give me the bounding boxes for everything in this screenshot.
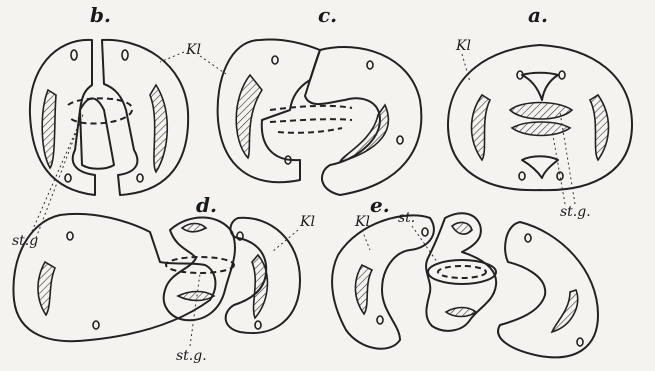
leader-line: [190, 274, 200, 346]
panel-e: e.: [332, 193, 598, 357]
panel-b-pore: [122, 50, 128, 60]
panel-a-bottom-lobe: [522, 156, 558, 178]
panel-b-left-outline: [30, 40, 95, 195]
kl-label-bottom-middle: Kl: [299, 214, 315, 230]
panel-c-dashed-line: [278, 128, 342, 133]
panel-e-right-hatch: [552, 290, 578, 332]
panel-b-left-hatch: [42, 90, 56, 168]
kl-label-bottom-right: Kl: [354, 214, 370, 230]
panel-b-pore: [65, 174, 71, 182]
panel-d-center-outline: [164, 217, 235, 320]
panel-e-small-hatch: [446, 308, 476, 317]
panel-c-pore: [397, 136, 403, 144]
leader-line: [412, 226, 440, 266]
panel-b-stem: [80, 98, 114, 168]
panel-a-label: a.: [528, 3, 548, 27]
leader-line: [552, 130, 565, 204]
stg-label-b: st.g: [12, 233, 38, 249]
panel-b-label: b.: [90, 3, 111, 27]
panel-e-pore: [577, 338, 583, 346]
panel-c-label: c.: [318, 3, 337, 27]
panel-b: b.: [30, 3, 188, 195]
panel-a-right-hatch: [590, 95, 609, 160]
panel-e-pore: [377, 316, 383, 324]
leader-line: [200, 56, 226, 74]
panel-a-central-hatch: [510, 103, 572, 120]
panel-d-pore: [255, 321, 261, 329]
panel-c-left-outline: [218, 39, 320, 182]
panel-c-dashed-line: [270, 119, 352, 122]
panel-e-small-hatch: [452, 223, 472, 235]
panel-d-pore: [67, 232, 73, 240]
panel-c-dashed-line: [270, 106, 352, 110]
panel-d: d.: [13, 193, 300, 341]
stg-label-a: st.g.: [560, 204, 591, 220]
panel-e-pore: [525, 234, 531, 242]
kl-label-top-left: Kl: [185, 42, 201, 58]
st-label-e: st.: [398, 210, 415, 226]
panel-c-right-outline: [305, 47, 421, 195]
panel-d-pore: [93, 321, 99, 329]
panel-a-pore: [519, 172, 525, 180]
panel-a-top-lobe: [522, 73, 558, 100]
panel-b-pore: [137, 174, 143, 182]
panel-d-small-hatch: [178, 292, 214, 301]
panel-e-label: e.: [370, 193, 390, 217]
panel-b-right-outline: [102, 40, 188, 195]
panel-c: c.: [218, 3, 422, 195]
panel-a: a.: [448, 3, 632, 190]
panel-a-left-hatch: [472, 95, 491, 160]
panel-a-pore: [559, 71, 565, 79]
panel-e-dashed-ellipse: [438, 266, 486, 278]
panel-e-pore: [422, 228, 428, 236]
kl-label-top-right: Kl: [455, 38, 471, 54]
panel-d-label: d.: [196, 193, 217, 217]
panel-a-central-hatch: [512, 122, 570, 136]
panel-c-pore: [272, 56, 278, 64]
panel-c-left-hatch: [236, 75, 262, 158]
leader-line: [362, 230, 370, 250]
panel-c-pore: [367, 61, 373, 69]
panel-e-left-hatch: [355, 265, 372, 314]
panel-b-right-hatch: [150, 85, 167, 172]
panel-d-small-hatch: [182, 224, 206, 232]
panel-d-left-hatch: [38, 262, 55, 315]
panel-b-pore: [71, 50, 77, 60]
stg-label-d: st.g.: [176, 348, 207, 364]
panel-c-right-hatch: [340, 105, 388, 162]
panel-e-right-outline: [498, 222, 598, 357]
